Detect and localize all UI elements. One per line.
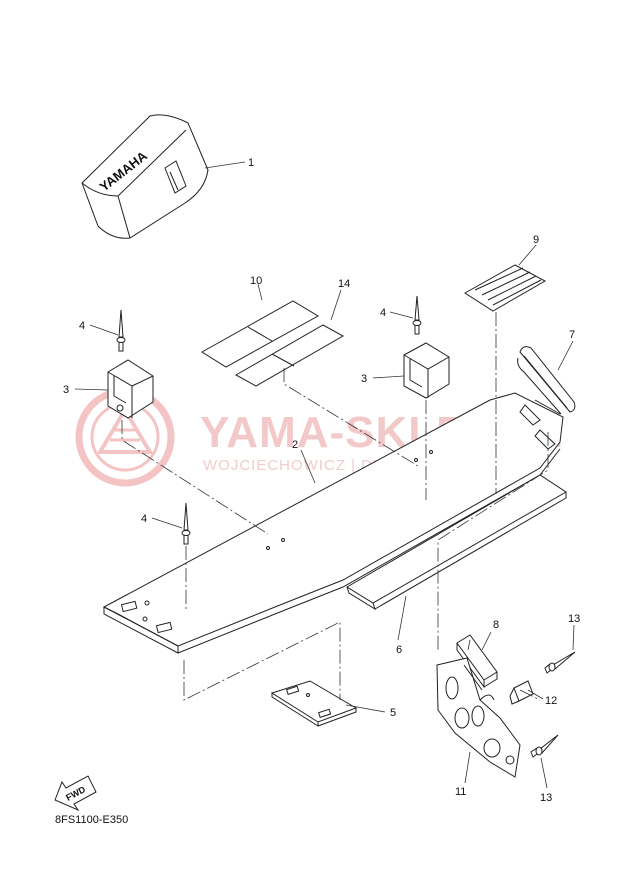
part-6-bar	[346, 474, 567, 611]
assembly-lines	[121, 312, 549, 701]
part-13-pin-b	[530, 734, 559, 758]
part-2-tray	[102, 392, 564, 654]
callouts: 1 2 3 3 4 4 4 5 6 7 8 9 10 11 12 13 13 1…	[63, 157, 580, 804]
part-4-rivet-a	[116, 309, 126, 352]
callout-3a: 3	[63, 384, 69, 396]
part-4-rivet-b	[412, 295, 422, 335]
part-4-rivet-c	[181, 502, 191, 545]
callout-13b: 13	[540, 792, 552, 804]
part-12-clip	[509, 680, 534, 705]
callout-12: 12	[545, 695, 557, 707]
part-13-pin-a	[544, 651, 576, 674]
part-10-sticker	[201, 300, 320, 368]
callout-4c: 4	[141, 513, 147, 525]
callout-2: 2	[292, 439, 298, 451]
callout-9: 9	[533, 234, 539, 246]
callout-10: 10	[250, 275, 262, 287]
part-7-handle	[517, 346, 576, 415]
part-14-sticker	[234, 324, 345, 387]
callout-14: 14	[338, 278, 350, 290]
callout-4b: 4	[380, 307, 386, 319]
callout-5: 5	[390, 707, 396, 719]
callout-11: 11	[455, 786, 466, 798]
part-9-pad	[464, 264, 547, 312]
part-5-plate	[270, 680, 358, 727]
part-3-bracket-left	[107, 359, 154, 419]
callout-13a: 13	[568, 613, 580, 625]
part-3-bracket-right	[403, 342, 450, 399]
callout-3b: 3	[361, 373, 367, 385]
callout-7: 7	[569, 329, 575, 341]
callout-1: 1	[248, 157, 254, 169]
part-8-block	[456, 634, 498, 689]
fwd-arrow-icon: FWD	[54, 775, 97, 812]
part-11-plate	[436, 657, 521, 778]
part-1-cover: YAMAHA	[81, 114, 209, 239]
callout-8: 8	[493, 619, 499, 631]
diagram-code: 8FS1100-E350	[55, 814, 128, 826]
callout-6: 6	[396, 644, 402, 656]
callout-4a: 4	[79, 320, 85, 332]
leader-lines	[74, 161, 575, 789]
